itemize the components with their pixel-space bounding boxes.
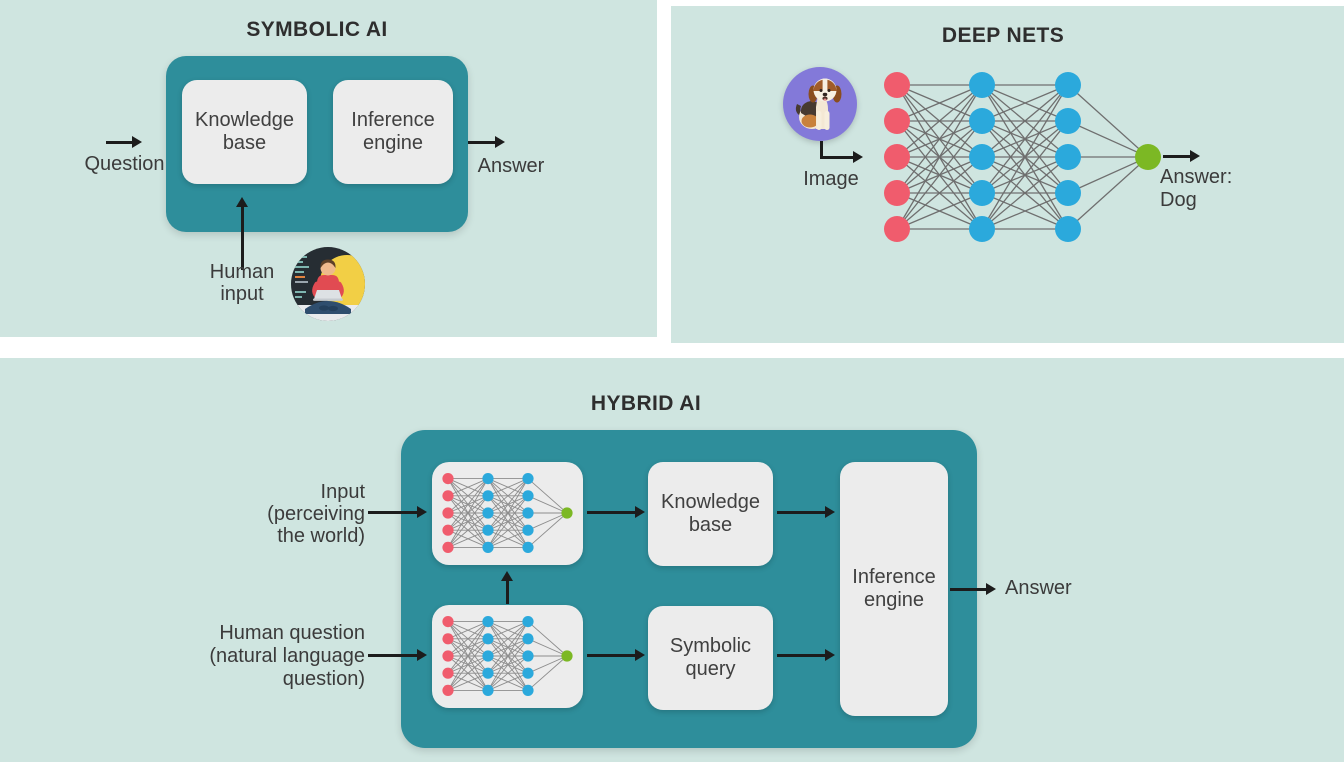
deep-neural-network <box>884 72 1161 242</box>
deep-answer-label: Answer: Dog <box>1160 166 1290 212</box>
human-question-line1: Human question <box>219 622 365 644</box>
inference-engine-label-line1: Inference <box>351 109 435 131</box>
input-label-line2: (perceiving <box>267 503 365 525</box>
language-to-perception-arrow <box>501 571 512 604</box>
deep-answer-line1: Answer: <box>1160 166 1233 188</box>
human-question-label: Human question (natural language questio… <box>105 622 365 691</box>
inference-engine-box: Inference engine <box>333 80 453 184</box>
perception-neural-network <box>442 473 573 553</box>
human-question-line2: (natural language <box>209 645 365 667</box>
human-avatar-image <box>291 247 365 321</box>
hybrid-inference-engine-line2: engine <box>863 589 925 611</box>
panel-symbolic-ai: SYMBOLIC AI Knowledge base Inference eng… <box>0 0 657 337</box>
knowledge-base-label-line2: base <box>222 132 267 154</box>
symbolic-query-line1: Symbolic <box>669 635 752 657</box>
human-question-line3: question) <box>282 668 365 690</box>
human-input-line2: input <box>220 283 264 305</box>
human-input-label: Human input <box>182 261 302 305</box>
perception-to-knowledge-arrow <box>587 506 645 517</box>
language-to-query-arrow <box>587 649 645 660</box>
hybrid-inference-engine-line1: Inference <box>852 566 936 588</box>
image-label: Image <box>803 168 859 190</box>
symbolic-ai-title: SYMBOLIC AI <box>246 18 388 41</box>
human-input-arrow <box>236 197 247 270</box>
panel-hybrid-ai: HYBRID AI Knowledge base Symbolic query … <box>0 358 1344 762</box>
image-arrow-elbow <box>820 141 823 158</box>
hybrid-ai-title: HYBRID AI <box>590 392 702 415</box>
human-input-line1: Human <box>209 261 275 283</box>
input-label-line1: Input <box>320 481 365 503</box>
knowledge-base-label-line1: Knowledge <box>195 109 294 131</box>
input-arrow <box>368 506 427 517</box>
knowledge-to-inference-arrow <box>777 506 835 517</box>
inference-engine-label-line2: engine <box>362 132 424 154</box>
hybrid-inference-engine-box: Inference engine <box>840 462 948 716</box>
hybrid-answer-label: Answer <box>1005 577 1072 599</box>
input-label-line3: the world) <box>277 525 365 547</box>
answer-label: Answer <box>477 155 545 177</box>
symbolic-query-box: Symbolic query <box>648 606 773 710</box>
dog-image <box>783 67 857 141</box>
deep-answer-line2: Dog <box>1160 189 1197 211</box>
symbolic-query-line2: query <box>685 658 736 680</box>
hybrid-knowledge-base-line1: Knowledge <box>661 491 760 513</box>
answer-arrow <box>468 136 505 147</box>
human-question-arrow <box>368 649 427 660</box>
deep-answer-arrow <box>1163 150 1200 161</box>
language-neural-network <box>442 616 573 696</box>
deep-nets-title: DEEP NETS <box>941 24 1065 47</box>
panel-deep-nets: DEEP NETS Image Answer: Dog <box>671 6 1344 343</box>
hybrid-answer-arrow <box>950 583 996 594</box>
question-label: Question <box>84 153 165 175</box>
image-arrow <box>820 151 863 162</box>
knowledge-base-box: Knowledge base <box>182 80 307 184</box>
hybrid-knowledge-base-line2: base <box>688 514 733 536</box>
hybrid-knowledge-base-box: Knowledge base <box>648 462 773 566</box>
input-label: Input (perceiving the world) <box>165 481 365 547</box>
question-arrow <box>106 136 142 147</box>
query-to-inference-arrow <box>777 649 835 660</box>
